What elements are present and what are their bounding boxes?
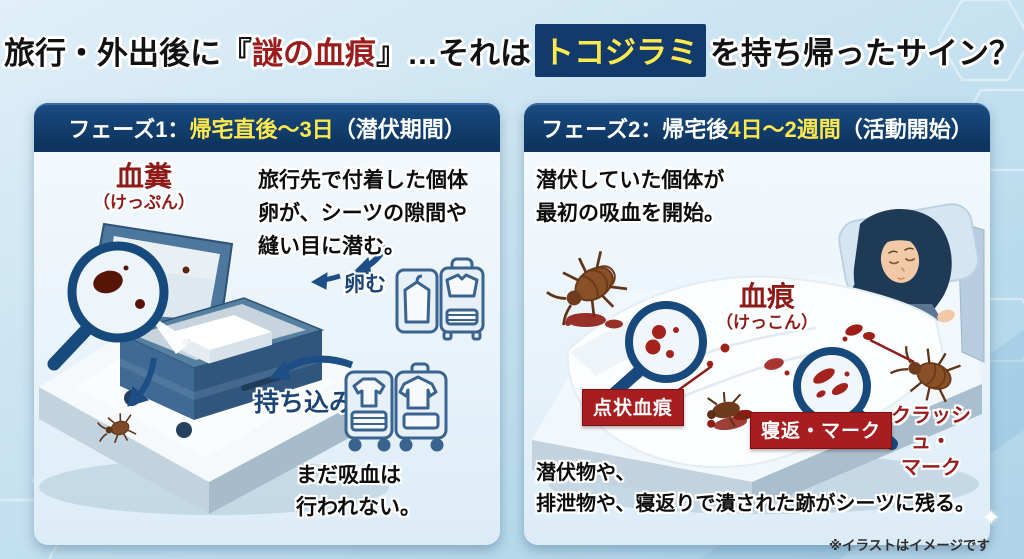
roll-mark-badge: 寝返・マーク <box>750 412 893 449</box>
phase1-body: 血糞 （けっぷん） 旅行先で付着した個体 卵が、シーツの隙間や 縫い目に潜む。 … <box>34 152 500 545</box>
blood-feces-reading: （けっぷん） <box>93 193 195 212</box>
spot-bloodstain-badge: 点状血痕 <box>582 389 685 426</box>
title-text-2: 』…それは <box>376 35 531 71</box>
phase1-illustration <box>39 222 389 515</box>
bloodstain-reading: （けっこん） <box>716 313 818 332</box>
blood-feces-label: 血糞 （けっぷん） <box>56 162 232 214</box>
title-text-red: 謎の血痕 <box>252 35 376 71</box>
blood-feces-text: 血糞 <box>115 161 172 192</box>
crash-mark-label: クラッシュ・ マーク <box>891 405 971 479</box>
open-suitcase-garment-icon <box>395 257 485 341</box>
phase2-description: 潜伏していた個体が 最初の吸血を開始。 <box>536 169 725 225</box>
phase2-header-highlight: 4日〜2週間 <box>728 116 841 142</box>
phase2-body: 潜伏していた個体が 最初の吸血を開始。 血痕 （けっこん） 点状血痕 寝返・マー… <box>524 152 990 545</box>
crushed-bedbug-icon <box>707 392 754 431</box>
phase1-header-highlight: 帰宅直後〜3日 <box>189 116 334 142</box>
title-highlight-bedbug: トコジラミ <box>535 23 706 77</box>
bedbug-icon <box>97 413 137 444</box>
disclaimer-text: ※イラストはイメージです <box>828 538 990 553</box>
open-suitcase-clothes-icon <box>344 362 448 452</box>
bring-in-label: 持ち込み <box>254 389 355 417</box>
magnifier-icon <box>47 241 192 371</box>
phase-panels: フェーズ1：帰宅直後〜3日（潜伏期間） <box>0 103 1024 545</box>
hide-label: 卵む <box>344 273 386 296</box>
main-title: 旅行・外出後に『謎の血痕』…それはトコジラミを持ち帰ったサイン？ <box>0 0 1024 100</box>
phase1-header-suffix: （潜伏期間） <box>333 116 466 142</box>
title-text-1: 旅行・外出後に『 <box>4 35 252 71</box>
phase1-header-prefix: フェーズ1： <box>68 116 190 142</box>
phase1-panel: フェーズ1：帰宅直後〜3日（潜伏期間） <box>34 103 500 545</box>
title-text-3: を持ち帰ったサイン？ <box>710 35 1020 71</box>
bloodstain-label: 血痕 （けっこん） <box>692 282 842 334</box>
curved-arrow-icon <box>127 244 389 407</box>
blood-smear <box>565 313 623 329</box>
bedbug-icon <box>889 346 961 403</box>
phase1-header: フェーズ1：帰宅直後〜3日（潜伏期間） <box>34 103 500 152</box>
bloodstain-text: 血痕 <box>738 281 795 312</box>
sparkle-icon: ✦ <box>982 505 1001 530</box>
phase1-description: 旅行先で付着した個体 卵が、シーツの隙間や 縫い目に潜む。 <box>258 169 468 258</box>
phase2-header-suffix: （活動開始） <box>840 116 973 142</box>
phase1-note: まだ吸血は 行われない。 <box>296 464 421 519</box>
blood-spots <box>706 324 875 376</box>
phase2-header-prefix: フェーズ2：帰宅後 <box>541 116 729 142</box>
phase2-note: 潜伏物や、 排泄物や、寝返りで潰された跡がシーツに残る。 <box>536 462 975 515</box>
bedbug-icon <box>546 250 628 326</box>
